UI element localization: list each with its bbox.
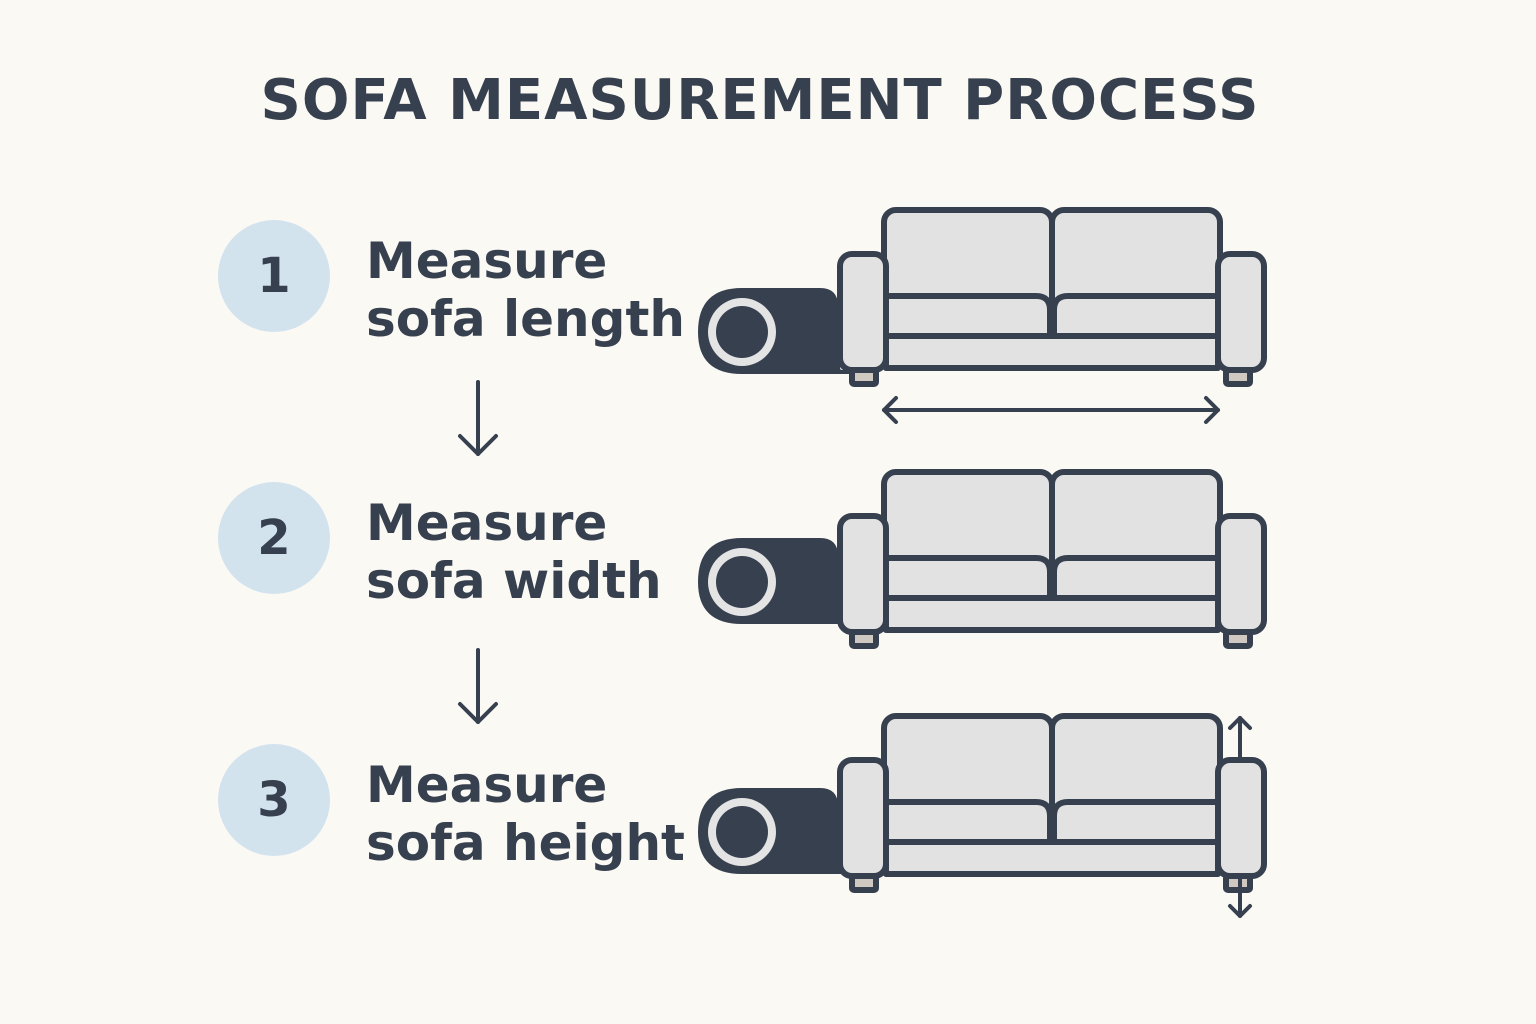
sofa-icon (840, 210, 1264, 384)
step-number-1: 1 (218, 220, 330, 332)
step-label-3: Measure sofa height (366, 756, 696, 872)
step-label-2-line1: Measure (366, 494, 608, 552)
tape-measure-icon (698, 288, 860, 374)
double-arrow-horizontal-icon (882, 396, 1220, 424)
sofa-icon (840, 716, 1264, 890)
step-number-2: 2 (218, 482, 330, 594)
tape-measure-icon (698, 788, 860, 874)
step-number-3: 3 (218, 744, 330, 856)
step-label-3-line1: Measure (366, 756, 608, 814)
step-label-3-line2: sofa height (366, 814, 685, 872)
page-title: SOFA MEASUREMENT PROCESS (260, 68, 1260, 133)
arrow-down-icon (458, 380, 498, 456)
step-label-1: Measure sofa length (366, 232, 696, 348)
step-label-2-line2: sofa width (366, 552, 662, 610)
double-arrow-vertical-icon (1228, 716, 1252, 918)
sofa-icon (840, 472, 1264, 646)
tape-measure-icon (698, 538, 860, 624)
arrow-down-icon (458, 648, 498, 724)
step-label-2: Measure sofa width (366, 494, 696, 610)
step-label-1-line1: Measure (366, 232, 608, 290)
step-label-1-line2: sofa length (366, 290, 685, 348)
